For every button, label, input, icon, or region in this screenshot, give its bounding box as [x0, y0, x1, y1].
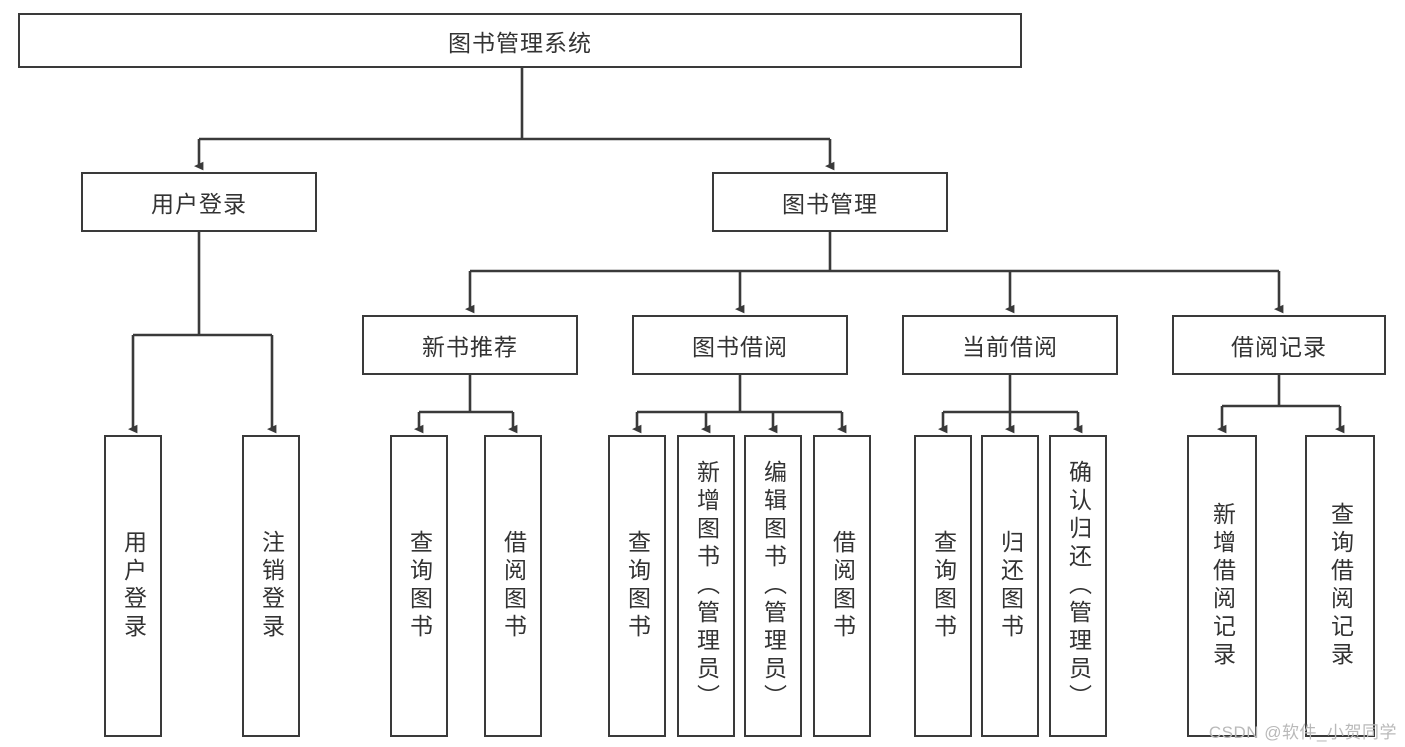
node-borrow-record[interactable]: 借阅记录: [1172, 315, 1386, 375]
leaf-query-book-label: 查询图书: [624, 530, 651, 642]
leaf-query-book-new[interactable]: 查询图书: [390, 435, 448, 737]
leaf-return-book[interactable]: 归还图书: [981, 435, 1039, 737]
leaf-edit-book-admin[interactable]: 编辑图书（管理员）: [744, 435, 802, 737]
leaf-logout[interactable]: 注销登录: [242, 435, 300, 737]
node-new-book-recommend-label: 新书推荐: [422, 334, 518, 360]
leaf-edit-book-admin-label: 编辑图书（管理员）: [760, 460, 787, 712]
leaf-borrow-book-new-label: 借阅图书: [500, 530, 527, 642]
leaf-logout-label: 注销登录: [258, 530, 285, 642]
leaf-add-book-admin-label: 新增图书（管理员）: [693, 460, 720, 712]
node-book-management[interactable]: 图书管理: [712, 172, 948, 232]
leaf-add-book-admin[interactable]: 新增图书（管理员）: [677, 435, 735, 737]
leaf-confirm-return-admin-label: 确认归还（管理员）: [1065, 460, 1092, 712]
leaf-user-login-label: 用户登录: [120, 530, 147, 642]
node-book-borrow[interactable]: 图书借阅: [632, 315, 848, 375]
node-user-login-label: 用户登录: [151, 191, 247, 217]
node-new-book-recommend[interactable]: 新书推荐: [362, 315, 578, 375]
leaf-query-book-current-label: 查询图书: [930, 530, 957, 642]
node-book-management-label: 图书管理: [782, 191, 878, 217]
node-root[interactable]: 图书管理系统: [18, 13, 1022, 68]
leaf-borrow-book-label: 借阅图书: [829, 530, 856, 642]
leaf-return-book-label: 归还图书: [997, 530, 1024, 642]
leaf-query-borrow-record[interactable]: 查询借阅记录: [1305, 435, 1375, 737]
node-current-borrow-label: 当前借阅: [962, 334, 1058, 360]
leaf-add-borrow-record[interactable]: 新增借阅记录: [1187, 435, 1257, 737]
leaf-query-book-current[interactable]: 查询图书: [914, 435, 972, 737]
leaf-borrow-book-new[interactable]: 借阅图书: [484, 435, 542, 737]
node-borrow-record-label: 借阅记录: [1231, 334, 1327, 360]
leaf-user-login[interactable]: 用户登录: [104, 435, 162, 737]
leaf-add-borrow-record-label: 新增借阅记录: [1209, 502, 1236, 670]
node-root-label: 图书管理系统: [448, 29, 592, 56]
watermark: CSDN @软件_小贺同学: [1208, 723, 1397, 742]
node-user-login[interactable]: 用户登录: [81, 172, 317, 232]
node-current-borrow[interactable]: 当前借阅: [902, 315, 1118, 375]
leaf-query-book-new-label: 查询图书: [406, 530, 433, 642]
leaf-query-book[interactable]: 查询图书: [608, 435, 666, 737]
leaf-query-borrow-record-label: 查询借阅记录: [1327, 502, 1354, 670]
leaf-confirm-return-admin[interactable]: 确认归还（管理员）: [1049, 435, 1107, 737]
leaf-borrow-book[interactable]: 借阅图书: [813, 435, 871, 737]
node-book-borrow-label: 图书借阅: [692, 334, 788, 360]
